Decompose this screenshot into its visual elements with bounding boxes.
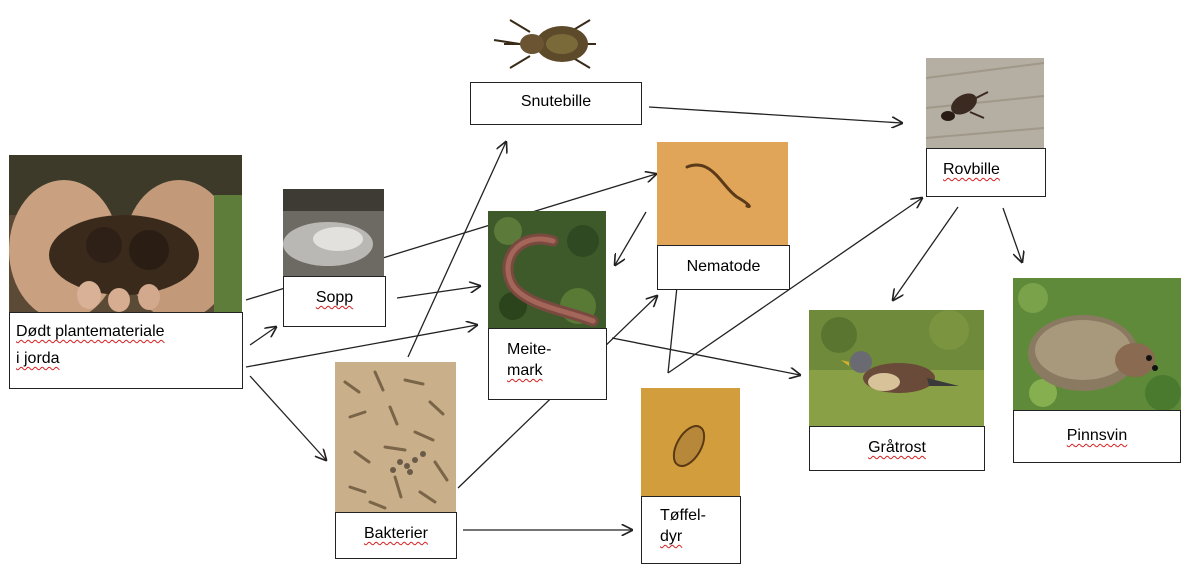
node-meitemark-line1: Meite- — [495, 339, 600, 360]
fungus-mycelium-image — [283, 189, 384, 276]
node-nematode-label: Nematode — [687, 256, 761, 277]
arrow-rovbille-to-pinnsvin — [1003, 208, 1022, 262]
node-nematode: Nematode — [657, 245, 790, 290]
arrow-snutebille-to-rovbille — [649, 107, 902, 123]
node-pinnsvin: Pinnsvin — [1013, 410, 1181, 463]
fieldfare-bird-image — [809, 310, 984, 426]
node-gratrost-label: Gråtrost — [868, 437, 926, 458]
arrow-dodt-to-meitemark — [246, 325, 477, 367]
rove-beetle-image — [926, 58, 1044, 148]
hedgehog-image — [1013, 278, 1181, 410]
node-toffeldyr-line2: dyr — [648, 526, 734, 547]
node-rovbille-label: Rovbille — [933, 159, 1000, 180]
soil-in-hands-image — [9, 155, 242, 312]
arrow-toffeldyr-to-nematode — [668, 277, 678, 373]
node-dodt-plantemateriale: Dødt plantemateriale i jorda — [9, 312, 243, 389]
node-snutebille: Snutebille — [470, 82, 642, 125]
arrow-dodt-to-bakterier — [250, 376, 326, 460]
node-gratrost: Gråtrost — [809, 426, 985, 471]
nematode-image — [657, 142, 788, 245]
arrow-nematode-to-meitemark — [615, 212, 646, 265]
node-toffeldyr-line1: Tøffel- — [648, 505, 734, 526]
node-bakterier: Bakterier — [335, 512, 457, 559]
node-toffeldyr: Tøffel- dyr — [641, 496, 741, 564]
earthworm-image — [488, 211, 606, 328]
node-dodt-line1: Dødt plantemateriale — [16, 321, 236, 342]
arrow-dodt-to-sopp — [250, 327, 276, 345]
weevil-image — [490, 10, 610, 78]
node-sopp-label: Sopp — [316, 287, 353, 308]
arrow-rovbille-to-gratrost — [893, 207, 958, 300]
node-bakterier-label: Bakterier — [364, 523, 428, 544]
node-sopp: Sopp — [283, 276, 386, 327]
node-rovbille: Rovbille — [926, 148, 1046, 197]
node-snutebille-label: Snutebille — [521, 91, 591, 112]
paramecium-image — [641, 388, 740, 496]
arrow-meitemark-to-gratrost — [612, 338, 800, 375]
node-meitemark-line2: mark — [495, 360, 600, 381]
node-meitemark: Meite- mark — [488, 328, 607, 400]
arrow-sopp-to-meitemark — [397, 286, 480, 298]
node-dodt-line2: i jorda — [16, 348, 236, 369]
node-pinnsvin-label: Pinnsvin — [1067, 425, 1127, 446]
bacteria-image — [335, 362, 456, 512]
